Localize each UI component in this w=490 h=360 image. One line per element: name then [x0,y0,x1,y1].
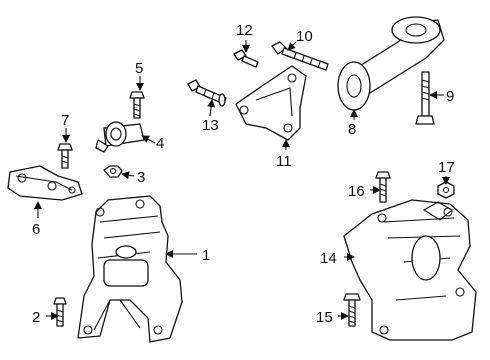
bushing-left [95,121,145,153]
bolt-upper-left [57,143,73,169]
bolt-long-right [415,71,435,125]
leader-lines [34,40,450,320]
callout-6: 6 [32,221,40,238]
callout-9: 9 [446,88,454,105]
callout-11: 11 [276,153,292,170]
callout-12: 12 [236,22,253,39]
callout-7: 7 [61,112,69,129]
engine-mount-bracket [77,195,183,343]
bolt-short-top [233,49,259,68]
bolt-upright-center [129,91,145,119]
bolt-lower-right [343,293,361,327]
callout-labels: 1 2 3 4 5 6 7 8 9 10 11 12 13 14 15 16 1… [32,22,455,326]
bolt-upright-right [375,171,391,203]
bolt-horizontal-top [271,41,329,71]
callout-4: 4 [156,135,164,152]
bolt-horizontal-left [187,79,227,107]
mount-bracket-small [7,165,83,201]
leader-13 [207,99,216,117]
callout-2: 2 [32,309,40,326]
callout-8: 8 [348,121,356,138]
leader-4 [141,135,156,144]
callout-17: 17 [438,159,455,176]
nut-small [103,165,123,178]
callout-16: 16 [348,183,365,200]
transmission-mount-bracket [343,199,477,341]
plate-bracket [235,65,307,141]
callout-15: 15 [316,309,333,326]
callout-5: 5 [135,60,143,77]
callout-10: 10 [296,28,313,45]
nut-right [437,181,455,199]
callout-13: 13 [202,117,219,134]
callout-1: 1 [202,247,210,264]
callout-14: 14 [320,250,337,267]
bolt-lower-left [53,297,67,327]
leader-10 [287,41,297,51]
callout-3: 3 [137,169,145,186]
leader-3 [121,171,135,180]
